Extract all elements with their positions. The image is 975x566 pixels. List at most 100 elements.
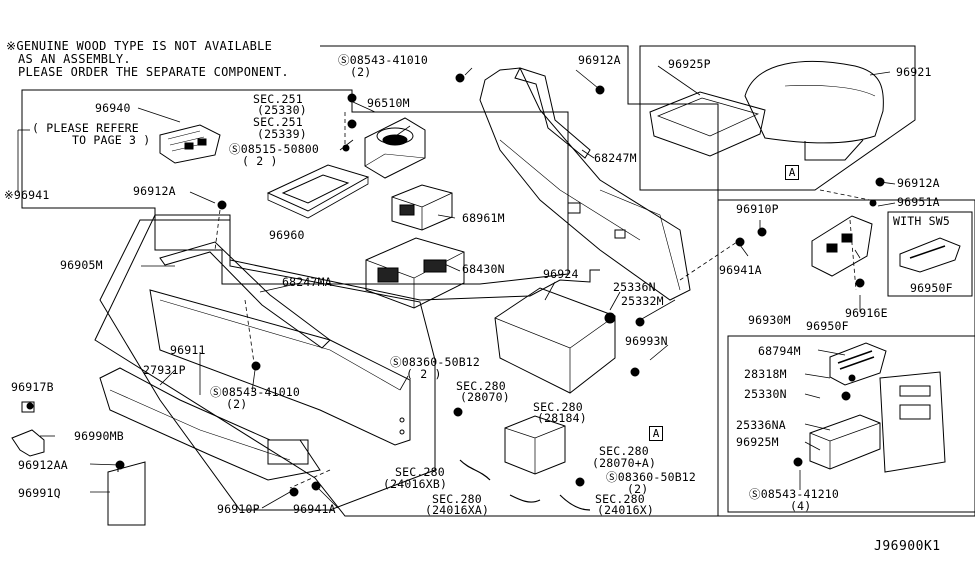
- callout-sec251-a[interactable]: SEC.251: [253, 92, 303, 106]
- callout-25332M[interactable]: 25332M: [621, 294, 664, 308]
- callout-96930M[interactable]: 96930M: [748, 313, 791, 327]
- part-sec280-module: [504, 415, 566, 475]
- callout-sec280-c-sub: (28070+A): [592, 456, 657, 470]
- callout-68430N[interactable]: 68430N: [462, 262, 505, 276]
- part-96960: [266, 164, 370, 219]
- callout-96941[interactable]: ※96941: [4, 188, 50, 202]
- callout-96912AA[interactable]: 96912AA: [18, 458, 68, 472]
- callout-96993N[interactable]: 96993N: [625, 334, 668, 348]
- callout-96912A-top[interactable]: 96912A: [578, 53, 621, 67]
- frame-ref-a-upper: A: [785, 165, 799, 180]
- callout-68961M[interactable]: 68961M: [462, 211, 505, 225]
- part-96991Q: [107, 461, 146, 526]
- leader-lines: [17, 65, 896, 509]
- callout-96960[interactable]: 96960: [269, 228, 305, 242]
- callout-25330N[interactable]: 25330N: [744, 387, 787, 401]
- callout-96941A-left[interactable]: 96941A: [293, 502, 336, 516]
- callout-96912A-right[interactable]: 96912A: [897, 176, 940, 190]
- callout-screw-08543-top-qty: (2): [350, 65, 372, 79]
- callout-96916E[interactable]: 96916E: [845, 306, 888, 320]
- callout-96921[interactable]: 96921: [896, 65, 932, 79]
- part-68794M: [829, 342, 887, 386]
- part-96921: [744, 61, 884, 161]
- part-96924: [494, 287, 616, 394]
- callout-96951A[interactable]: 96951A: [897, 195, 940, 209]
- callout-screw-08543-bot-qty: (4): [790, 499, 812, 513]
- callout-screw-08515-qty: ( 2 ): [242, 154, 278, 168]
- callout-96925M[interactable]: 96925M: [736, 435, 779, 449]
- callout-96941A-right[interactable]: 96941A: [719, 263, 762, 277]
- callout-screw-08543-top[interactable]: Ⓢ08543-41010: [338, 53, 429, 67]
- callout-96990MB[interactable]: 96990MB: [74, 429, 124, 443]
- part-68430N: [365, 237, 465, 309]
- callout-screw-08360-a-qty: ( 2 ): [406, 367, 442, 381]
- part-96930M: [879, 371, 946, 473]
- part-96950F-sw5: [899, 237, 961, 273]
- callout-68247M[interactable]: 68247M: [594, 151, 637, 165]
- frame-rear-console: [727, 335, 975, 513]
- part-96940: [159, 124, 221, 164]
- callout-96911[interactable]: 96911: [170, 343, 206, 357]
- callout-96912A-left[interactable]: 96912A: [133, 184, 176, 198]
- diagram-code: J96900K1: [874, 539, 941, 554]
- callout-96917B[interactable]: 96917B: [11, 380, 54, 394]
- callout-sec280-a-sub: (28070): [460, 390, 510, 404]
- callout-please-refer-1: ( PLEASE REFERE: [32, 121, 139, 135]
- callout-screw-08360-b[interactable]: Ⓢ08360-50B12: [606, 470, 697, 484]
- callout-sec280-c[interactable]: SEC.280: [599, 444, 649, 458]
- callout-96510M[interactable]: 96510M: [367, 96, 410, 110]
- part-68961M: [391, 184, 453, 231]
- callout-sec280-f-sub: (24016X): [597, 503, 654, 517]
- callout-sec251-a-sub: (25330): [257, 103, 307, 117]
- callout-96991Q[interactable]: 96991Q: [18, 486, 61, 500]
- callout-sec280-a[interactable]: SEC.280: [456, 379, 506, 393]
- callout-screw-08360-b-qty: (2): [627, 482, 649, 496]
- fasteners: [26, 73, 885, 497]
- part-96510M: [364, 117, 426, 179]
- frame-ref-a-lower: A: [649, 426, 663, 441]
- part-harness: [459, 459, 591, 511]
- frame-sw5: [887, 211, 973, 297]
- frame-right-panel: [718, 199, 975, 517]
- part-96911: [149, 289, 411, 446]
- callout-sec251-b-sub: (25339): [257, 127, 307, 141]
- callout-96924[interactable]: 96924: [543, 267, 579, 281]
- part-console-upper: [479, 67, 691, 301]
- part-96925M: [809, 414, 881, 470]
- part-96950F: [811, 215, 873, 277]
- callout-screw-08543-bot[interactable]: Ⓢ08543-41210: [749, 487, 840, 501]
- callout-sec280-d[interactable]: SEC.280: [395, 465, 445, 479]
- callout-96910P-right[interactable]: 96910P: [736, 202, 779, 216]
- callout-96910P-left[interactable]: 96910P: [217, 502, 260, 516]
- callout-27931P[interactable]: 27931P: [143, 363, 186, 377]
- frame-inner-left: [99, 219, 436, 511]
- callout-96940[interactable]: 96940: [95, 101, 131, 115]
- callout-sec280-e[interactable]: SEC.280: [432, 492, 482, 506]
- note-line-2: AS AN ASSEMBLY.: [18, 52, 131, 66]
- callout-sec280-b[interactable]: SEC.280: [533, 400, 583, 414]
- note-line-1: ※GENUINE WOOD TYPE IS NOT AVAILABLE: [6, 39, 273, 53]
- callout-screw-08515[interactable]: Ⓢ08515-50800: [229, 142, 320, 156]
- callout-25336N[interactable]: 25336N: [613, 280, 656, 294]
- callout-96905M[interactable]: 96905M: [60, 258, 103, 272]
- callout-25336NA[interactable]: 25336NA: [736, 418, 786, 432]
- callout-68247MA[interactable]: 68247MA: [282, 275, 332, 289]
- note-line-3: PLEASE ORDER THE SEPARATE COMPONENT.: [18, 65, 289, 79]
- callout-96925P[interactable]: 96925P: [668, 57, 711, 71]
- callout-96950F-sw5[interactable]: 96950F: [910, 281, 953, 295]
- callout-sec251-b[interactable]: SEC.251: [253, 115, 303, 129]
- callout-sec280-f[interactable]: SEC.280: [595, 492, 645, 506]
- callout-sec280-b-sub: (28184): [537, 411, 587, 425]
- callout-68794M[interactable]: 68794M: [758, 344, 801, 358]
- callout-sec280-e-sub: (24016XA): [425, 503, 490, 517]
- part-68247M: [514, 67, 591, 159]
- callout-please-refer-2: TO PAGE 3 ): [72, 133, 151, 147]
- callout-screw-08543-mid-qty: (2): [226, 397, 248, 411]
- callout-96950F[interactable]: 96950F: [806, 319, 849, 333]
- callout-sec280-d-sub: (24016XB): [383, 477, 448, 491]
- callout-28318M[interactable]: 28318M: [744, 367, 787, 381]
- callout-screw-08543-mid[interactable]: Ⓢ08543-41010: [210, 385, 301, 399]
- callout-screw-08360-a[interactable]: Ⓢ08360-50B12: [390, 355, 481, 369]
